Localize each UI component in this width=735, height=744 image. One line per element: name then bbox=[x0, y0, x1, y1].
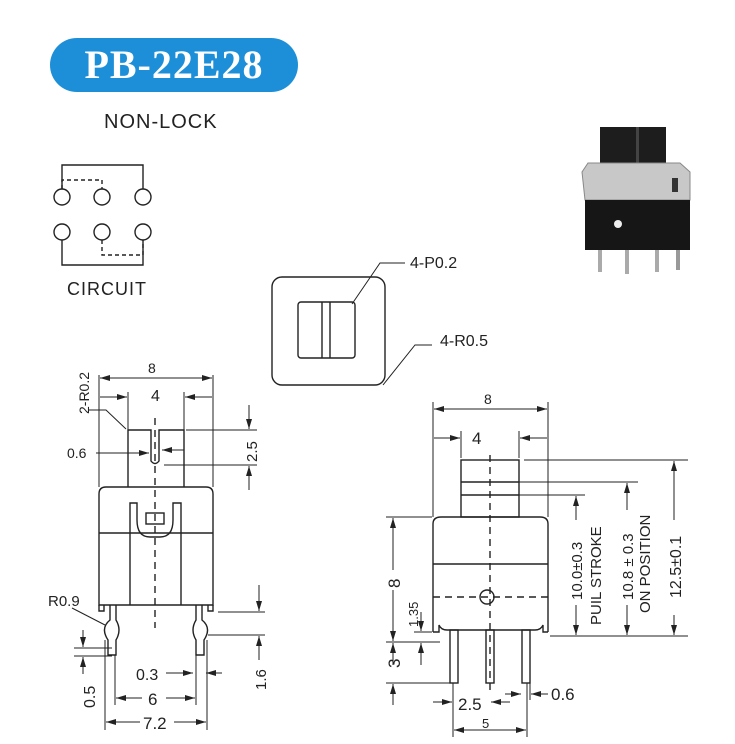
dim-leg-radius: R0.9 bbox=[48, 593, 80, 610]
product-photo bbox=[581, 127, 691, 274]
dim-leg-height: 1.6 bbox=[253, 669, 270, 690]
side-view: 8 4 2-R0.2 0.6 2.5 R0.9 1.6 0.5 0.3 6 7. bbox=[48, 360, 270, 733]
callout-radius: 4-R0.5 bbox=[440, 333, 488, 350]
circuit-diagram bbox=[53, 164, 152, 266]
dim-pin-pitch: 2.5 bbox=[458, 695, 482, 714]
dim-corner-radius: 2-R0.2 bbox=[76, 372, 92, 414]
dim-leg-outer: 7.2 bbox=[143, 714, 167, 733]
dim-leg-thickness: 0.3 bbox=[136, 667, 158, 684]
front-dim-body-height: 8 bbox=[385, 579, 404, 588]
dim-pin-span: 5 bbox=[482, 716, 489, 731]
callout-pitch: 4-P0.2 bbox=[410, 255, 457, 272]
front-dim-width: 8 bbox=[484, 391, 492, 407]
dim-slot-depth: 2.5 bbox=[244, 441, 261, 462]
total-height: 12.5±0.1 bbox=[668, 536, 685, 598]
top-view: 4-P0.2 4-R0.5 bbox=[271, 255, 488, 386]
pull-stroke-value: 10.0±0.3 bbox=[569, 542, 586, 600]
model-title-badge: PB-22E28 bbox=[50, 38, 298, 92]
dim-width: 8 bbox=[148, 360, 156, 376]
on-position-value: 10.8 ± 0.3 bbox=[620, 533, 637, 600]
dim-standoff: 1.35 bbox=[406, 602, 421, 627]
front-view: 8 4 12.5±0.1 10.8 ± 0.3 ON POSITION 10.0… bbox=[385, 391, 688, 737]
circuit-label: CIRCUIT bbox=[67, 279, 147, 299]
pull-stroke-label: PUIL STROKE bbox=[588, 526, 605, 625]
dim-leg-offset: 0.5 bbox=[82, 686, 99, 708]
dim-pin-width: 0.6 bbox=[551, 685, 575, 704]
dim-leg-spacing: 6 bbox=[148, 690, 157, 709]
dim-slot-width: 0.6 bbox=[67, 445, 87, 461]
dim-pin-length: 3 bbox=[385, 659, 404, 668]
type-label: NON-LOCK bbox=[104, 111, 218, 133]
front-dim-actuator-width: 4 bbox=[472, 429, 481, 448]
dim-actuator-width: 4 bbox=[151, 388, 160, 405]
on-position-label: ON POSITION bbox=[637, 515, 654, 613]
